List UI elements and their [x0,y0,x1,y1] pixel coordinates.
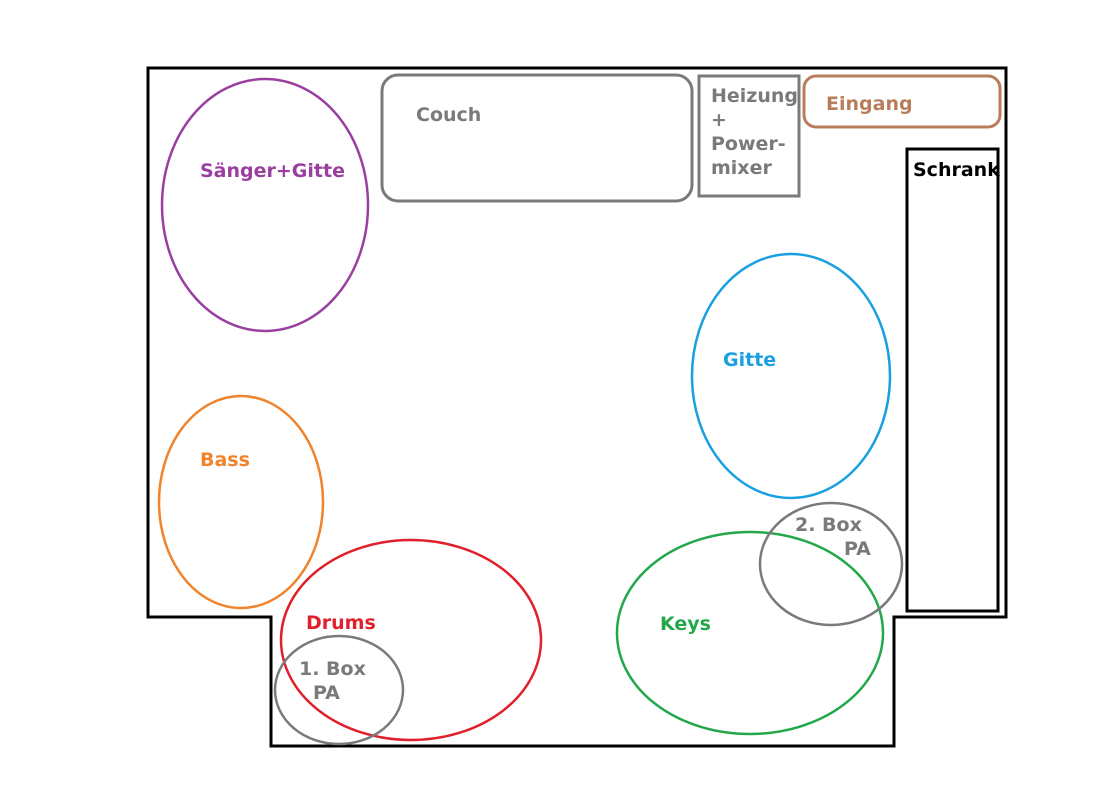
eingang-label: Eingang [826,93,913,115]
keys-ellipse [615,530,885,736]
box2-ellipse [758,501,904,627]
schrank-shape [905,147,1000,613]
bass-label: Bass [200,449,250,471]
saenger-ellipse [160,77,370,333]
room-outline [146,66,1008,748]
drums-label: Drums [306,612,376,634]
couch-shape [380,73,694,203]
heizung-label-line1: Heizung [711,85,798,107]
eingang-shape [802,74,1002,129]
heizung-shape [697,74,801,198]
saenger-label: Sänger+Gitte [200,160,345,182]
heizung-label-line2: + [711,109,727,131]
box1-label-line1: 1. Box [299,658,366,680]
gitte-label: Gitte [723,349,776,371]
keys-label: Keys [660,613,711,635]
box2-label-line1: 2. Box [795,514,862,536]
box2-label-line2: PA [844,538,871,560]
couch-label: Couch [416,104,481,126]
drums-ellipse [279,538,543,742]
bass-ellipse [157,394,325,610]
box1-label-line2: PA [313,682,340,704]
box1-ellipse [273,634,405,746]
heizung-label-line4: mixer [711,157,772,179]
schrank-label: Schrank [913,159,1000,181]
gitte-ellipse [690,252,892,500]
heizung-label-line3: Power- [711,133,786,155]
